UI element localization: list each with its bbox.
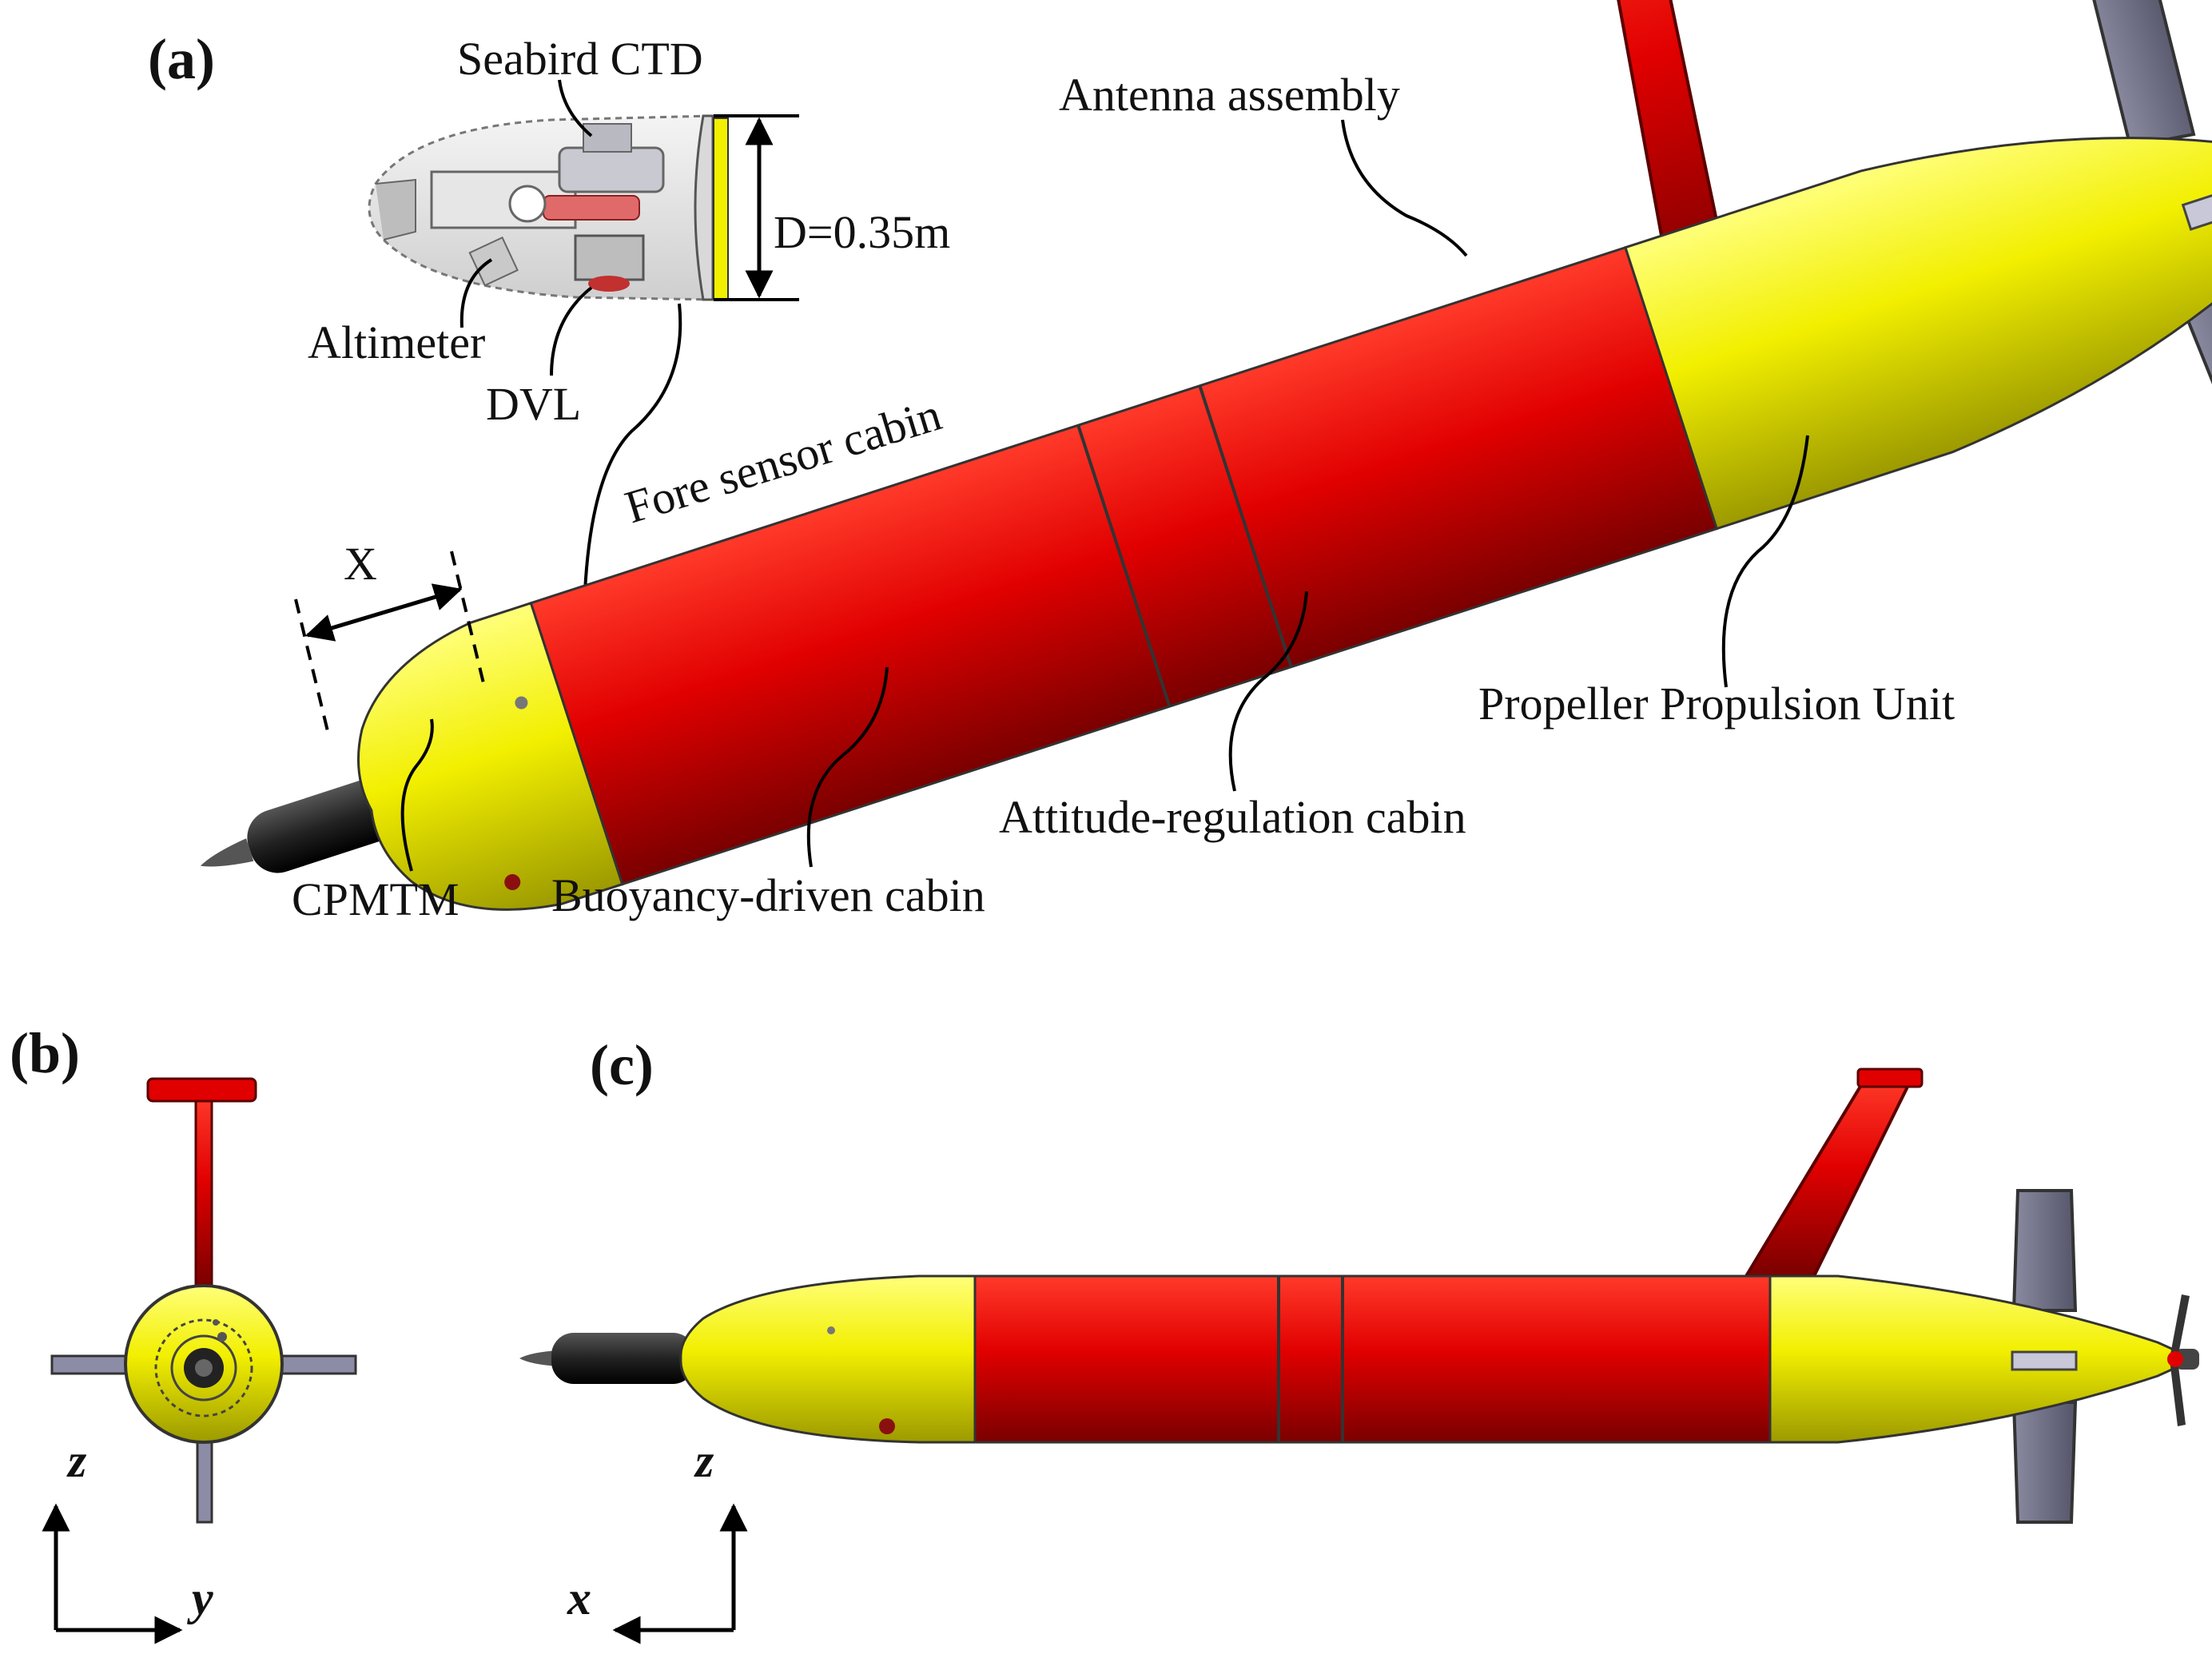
buoyancy-cabin-label: Buoyancy-driven cabin [551, 869, 985, 921]
propeller-unit-label: Propeller Propulsion Unit [1478, 678, 1955, 730]
axis-c-horizontal: x [567, 1572, 591, 1624]
axes-c [612, 1503, 748, 1644]
glider-side-view [519, 1068, 2199, 1524]
buoyancy-cabin-leader [806, 666, 889, 868]
attitude-cabin-leader [1228, 590, 1308, 792]
seabird-ctd-label: Seabird CTD [457, 33, 703, 85]
fore-sensor-cabin-leader [583, 303, 682, 592]
cpmtm-label: CPMTM [292, 873, 460, 925]
axis-c-vertical: z [694, 1434, 714, 1487]
propeller-unit-leader [1721, 435, 1809, 688]
panel-label-a: (a) [148, 27, 215, 91]
axis-b-horizontal: y [187, 1572, 213, 1624]
x-length-dimension [294, 551, 485, 732]
attitude-cabin-label: Attitude-regulation cabin [999, 791, 1466, 843]
seabird-ctd-leader [558, 79, 593, 137]
altimeter-leader [460, 258, 493, 328]
glider-oblique-view [200, 0, 2212, 911]
diameter-label: D=0.35m [774, 206, 950, 258]
dvl-label: DVL [486, 378, 581, 430]
panel-label-b: (b) [10, 1021, 80, 1085]
fore-cabin-cutaway [368, 114, 729, 301]
axis-b-vertical: z [66, 1434, 87, 1487]
x-length-label: X [344, 538, 377, 590]
glider-front-view [50, 1077, 357, 1524]
antenna-assembly-label: Antenna assembly [1059, 69, 1400, 121]
panel-label-c: (c) [590, 1033, 654, 1097]
axes-b [42, 1503, 183, 1644]
diameter-dimension [714, 114, 799, 301]
cpmtm-leader [400, 718, 434, 872]
altimeter-label: Altimeter [308, 316, 485, 368]
dvl-leader [550, 286, 593, 376]
antenna-assembly-leader [1341, 119, 1468, 257]
